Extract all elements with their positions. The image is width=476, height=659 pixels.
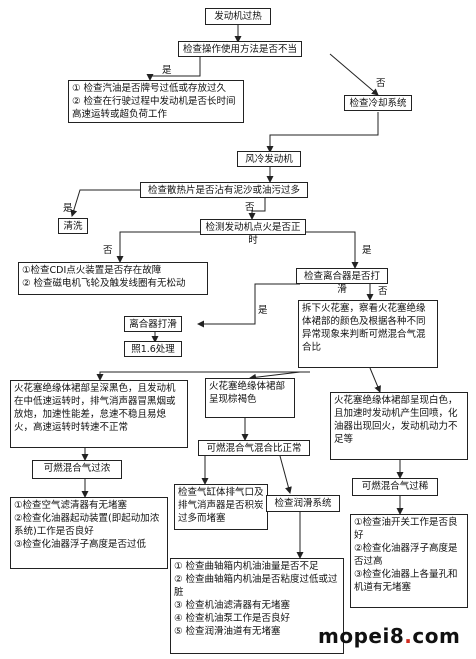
node-ref-1-6: 照1.6处理	[124, 341, 182, 357]
node-check-timing: 检测发动机点火是否正时	[200, 219, 306, 246]
node-lean-checks: ①检查油开关工作是否良好 ②检查化油器浮子高度是否过高 ③检查化油器上各量孔和机…	[350, 514, 468, 608]
node-clutch-slip: 离合器打滑	[124, 316, 182, 332]
watermark: mopei8.com	[318, 624, 461, 648]
node-ignition-checks: ①检查CDI点火装置是否存在故障 ② 检查磁电机飞轮及触发线圈有无松动	[18, 262, 208, 295]
node-check-cooling: 检查冷却系统	[344, 95, 412, 111]
label-yes-usage: 是	[162, 65, 172, 76]
node-check-usage: 检查操作使用方法是否不当	[178, 41, 302, 57]
node-lube-checks: ① 检查曲轴箱内机油油量是否不足 ② 检查曲轴箱内机油是否粘度过低或过脏 ③ 检…	[170, 558, 344, 654]
node-carbon-check: 检查气缸体排气口及排气消声器是否积炭过多而堵塞	[174, 484, 268, 530]
node-check-lubrication: 检查润滑系统	[266, 495, 340, 512]
label-yes-fins: 是	[63, 203, 73, 214]
label-yes-clutch: 是	[258, 305, 268, 316]
node-clean: 清洗	[58, 218, 88, 234]
node-check-fins: 检查散热片是否沾有泥沙或油污过多	[140, 182, 308, 198]
label-no-timing: 否	[103, 245, 113, 256]
label-no-usage: 否	[376, 78, 386, 89]
node-white-skirt: 火花塞绝缘体裙部呈现白色，且加速时发动机产生回喷，化油器出现回火，发动机动力不足…	[330, 392, 468, 460]
label-no-clutch: 否	[378, 286, 388, 297]
label-yes-timing: 是	[362, 245, 372, 256]
node-spark-plug-inspection: 拆下火花塞，察看火花塞绝缘体裙部的颜色及根据各种不同异常现象来判断可燃混合气混合…	[298, 300, 438, 368]
node-black-skirt: 火花塞绝缘体裙部呈深黑色，且发动机在中低速运转时，排气消声器冒黑烟或放炮，加速性…	[10, 380, 188, 448]
node-engine-overheat: 发动机过热	[205, 8, 271, 25]
node-rich-checks: ①检查空气滤清器有无堵塞 ②检查化油器起动装置(即起动加浓系统)工作是否良好 ③…	[10, 497, 168, 569]
node-mixture-too-rich: 可燃混合气过浓	[32, 460, 122, 479]
node-mixture-too-lean: 可燃混合气过稀	[352, 478, 438, 496]
node-air-cooled-engine: 风冷发动机	[237, 151, 301, 167]
node-usage-checks: ① 检查汽油是否牌号过低或存放过久 ② 检查在行驶过程中发动机是否长时间高速运转…	[68, 80, 244, 123]
node-brown-skirt: 火花塞绝缘体裙部呈现棕褐色	[205, 378, 295, 418]
node-mixture-normal: 可燃混合气混合比正常	[198, 440, 310, 456]
node-check-clutch: 检查离合器是否打滑	[296, 268, 388, 295]
label-no-fins: 否	[245, 202, 255, 213]
